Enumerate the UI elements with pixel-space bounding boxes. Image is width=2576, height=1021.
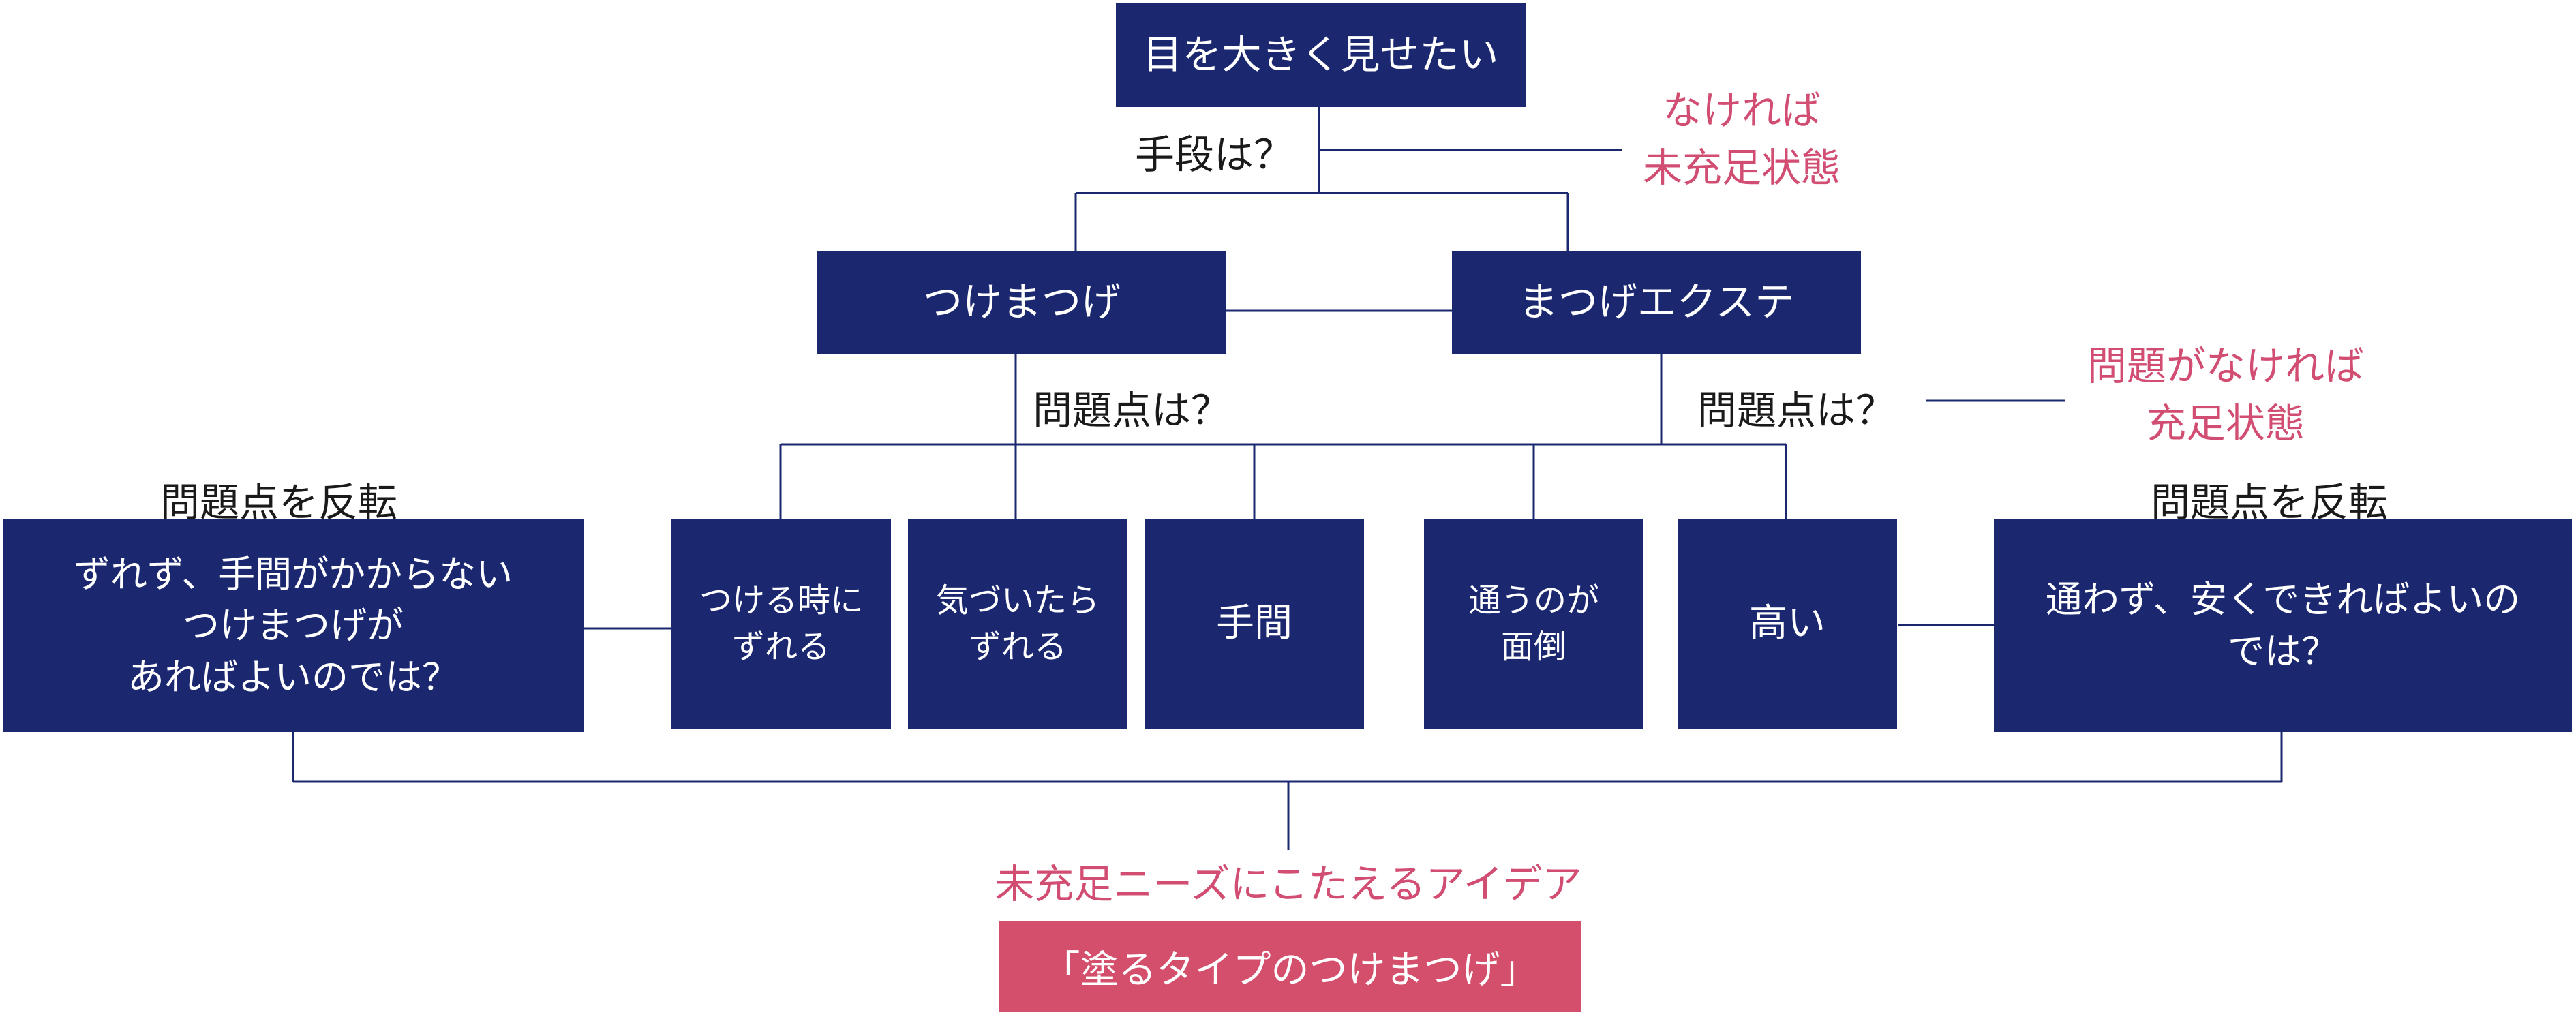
node-root: 目を大きく見せたい [1116, 3, 1526, 107]
node-matsuge-extension: まつげエクステ [1452, 251, 1861, 354]
node-problem-kayou-mendou-text: 通うのが 面倒 [1468, 581, 1599, 666]
node-problem-kayou-mendou: 通うのが 面倒 [1424, 519, 1643, 729]
reverse-label-right: 問題点を反転 [2151, 479, 2389, 525]
question-problem-right: 問題点は？ [1697, 387, 1896, 433]
node-problem-tema: 手間 [1145, 519, 1364, 729]
node-problem-tsukeru-zureru-text: つける時に ずれる [699, 581, 863, 666]
node-tsukematsuge: つけまつげ [817, 251, 1226, 354]
node-reversed-left-text: ずれず、手間がかからない つけまつげが あればよいのでは？ [73, 552, 513, 699]
node-tsukematsuge-label: つけまつげ [922, 278, 1121, 325]
question-means: 手段は？ [1135, 132, 1294, 178]
note-met-state: 問題がなければ 充足状態 [2087, 343, 2364, 447]
node-reversed-right-text: 通わず、安くできればよいの では？ [2045, 578, 2521, 673]
node-problem-takai-text: 高い [1749, 601, 1825, 646]
node-reversed-right: 通わず、安くできればよいの では？ [1994, 519, 2572, 732]
idea-title: 未充足ニーズにこたえるアイデア [995, 861, 1582, 907]
node-matsuge-extension-label: まつげエクステ [1518, 278, 1795, 325]
idea-answer-box: 「塗るタイプのつけまつげ」 [999, 921, 1581, 1012]
node-problem-takai: 高い [1678, 519, 1897, 729]
node-root-label: 目を大きく見せたい [1142, 31, 1499, 78]
node-problem-tema-text: 手間 [1216, 601, 1292, 646]
node-reversed-left: ずれず、手間がかからない つけまつげが あればよいのでは？ [3, 519, 584, 732]
node-problem-tsukeru-zureru: つける時に ずれる [671, 519, 891, 729]
node-problem-kizuitara-zureru-text: 気づいたら ずれる [935, 581, 1100, 666]
reverse-label-left: 問題点を反転 [160, 479, 398, 525]
note-unmet-state: なければ 未充足状態 [1642, 87, 1840, 192]
idea-answer-text: 「塗るタイプのつけまつげ」 [1042, 948, 1539, 992]
question-problem-left: 問題点は？ [1033, 387, 1231, 433]
node-problem-kizuitara-zureru: 気づいたら ずれる [908, 519, 1127, 729]
